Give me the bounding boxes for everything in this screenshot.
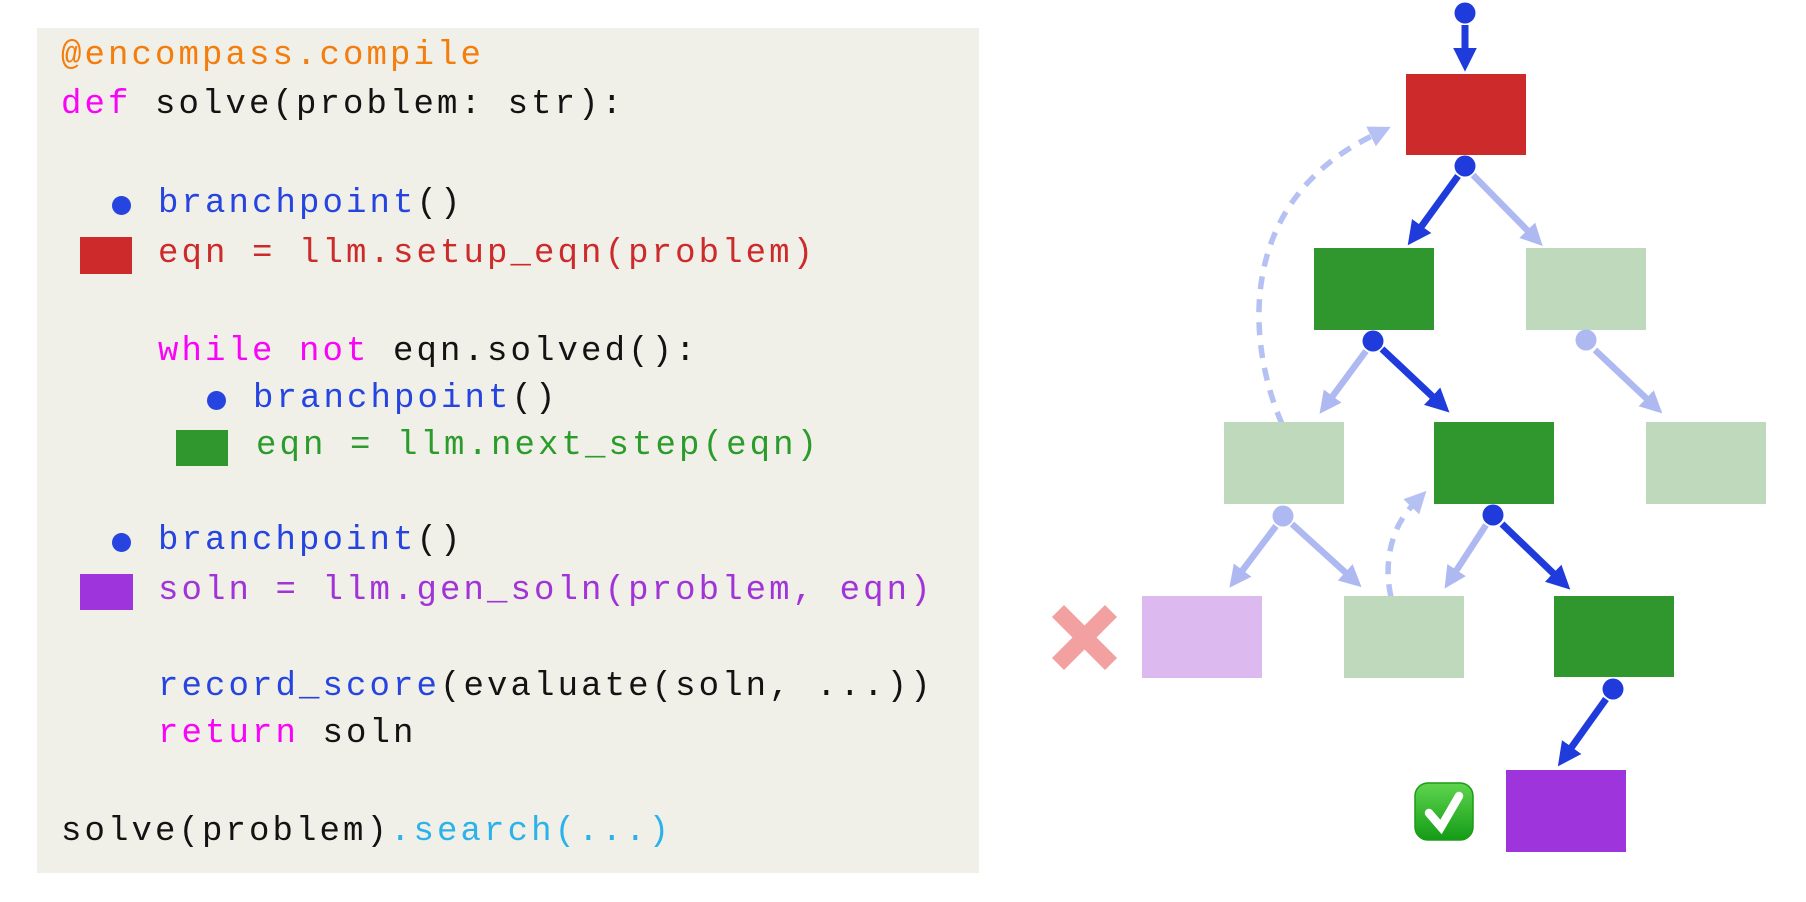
code-line-5: branchpoint() <box>253 375 559 423</box>
tree-node-l3-left <box>1224 422 1344 504</box>
dot-l4-right <box>1602 678 1624 700</box>
tree-edge-unselected <box>1319 349 1369 414</box>
node-color-swatch-icon <box>80 237 132 274</box>
code-token: return <box>158 715 300 754</box>
tree-edge-selected <box>1499 521 1571 590</box>
tree-branch-dots <box>1272 2 1624 700</box>
code-token: (evaluate(soln, ...)) <box>440 668 934 707</box>
branchpoint-bullet-icon <box>206 390 226 410</box>
check-box <box>1414 782 1474 841</box>
code-token: .search(...) <box>390 813 673 852</box>
node-color-swatch-icon <box>176 430 228 466</box>
tree-node-l3-right <box>1646 422 1766 504</box>
tree-edge-unselected <box>1229 524 1279 588</box>
tree-backtrack-arrows <box>1256 126 1427 598</box>
code-line-0: @encompass.compile <box>61 32 484 80</box>
tree-node-l4-mid <box>1344 596 1464 678</box>
code-token: () <box>511 380 559 419</box>
loop-arrow-backtrack-to-root <box>1256 126 1391 426</box>
fail-x-icon <box>1051 604 1118 671</box>
tree-node-l2-left <box>1314 248 1434 330</box>
code-token: solve(problem: str): <box>131 86 626 125</box>
tree-node-root <box>1406 74 1526 155</box>
tree-result-marks <box>1051 604 1474 841</box>
dot-root <box>1454 155 1476 177</box>
code-token: branchpoint <box>158 522 417 561</box>
tree-edges <box>1229 25 1663 767</box>
code-line-7: branchpoint() <box>158 517 464 565</box>
tree-edge-unselected <box>1470 172 1543 246</box>
code-line-4: while not eqn.solved(): <box>158 328 699 376</box>
code-line-11: solve(problem).search(...) <box>61 808 672 856</box>
dot-l3-mid <box>1482 504 1504 526</box>
fail-x-stroke <box>1051 604 1118 671</box>
tree-nodes <box>1142 74 1766 852</box>
dot-l2-left <box>1362 330 1384 352</box>
code-line-10: return soln <box>158 710 417 758</box>
tree-edge-unselected <box>1289 521 1362 588</box>
code-token: def <box>61 86 132 125</box>
code-token: eqn = llm.setup_eqn(problem) <box>158 235 817 274</box>
loop-arrow-backtrack-to-l3-mid <box>1385 490 1427 598</box>
code-line-8: soln = llm.gen_soln(problem, eqn) <box>158 567 934 615</box>
code-token: record_score <box>158 668 441 707</box>
code-token: branchpoint <box>158 185 417 224</box>
success-check-icon <box>1414 782 1474 841</box>
code-line-6: eqn = llm.next_step(eqn) <box>256 422 820 470</box>
tree-node-l4-left <box>1142 596 1262 678</box>
dot-l3-left <box>1272 505 1294 527</box>
dot-l2-right <box>1575 329 1597 351</box>
code-token: solve(problem) <box>61 813 391 852</box>
branchpoint-bullet-icon <box>111 195 131 215</box>
code-token: soln <box>299 715 417 754</box>
tree-edge-unselected <box>1592 347 1663 414</box>
code-panel: @encompass.compile def solve(problem: str… <box>37 28 979 873</box>
tree-node-solution <box>1506 770 1626 852</box>
code-line-3: eqn = llm.setup_eqn(problem) <box>158 230 816 278</box>
tree-node-l3-mid <box>1434 422 1554 504</box>
code-token: branchpoint <box>253 380 512 419</box>
code-token: () <box>416 185 464 224</box>
check-glyph <box>1424 791 1464 835</box>
tree-node-l4-right <box>1554 596 1674 677</box>
tree-edge-selected <box>1557 696 1609 767</box>
tree-node-l2-right <box>1526 248 1646 330</box>
branchpoint-bullet-icon <box>111 532 131 552</box>
start-dot <box>1454 2 1476 24</box>
code-token: while not <box>158 333 370 372</box>
code-token: soln = llm.gen_soln(problem, eqn) <box>158 572 934 611</box>
tree-edge-selected <box>1407 173 1461 246</box>
code-line-1: def solve(problem: str): <box>61 81 625 129</box>
node-color-swatch-icon <box>80 574 133 610</box>
code-line-9: record_score(evaluate(soln, ...)) <box>158 663 934 711</box>
code-token: @encompass.compile <box>61 37 485 76</box>
code-token: eqn.solved(): <box>369 333 699 372</box>
code-token: () <box>416 522 464 561</box>
code-token: eqn = llm.next_step(eqn) <box>256 427 821 466</box>
tree-edge-selected <box>1379 346 1450 413</box>
tree-edge-unselected <box>1444 523 1489 589</box>
code-line-2: branchpoint() <box>158 180 464 228</box>
